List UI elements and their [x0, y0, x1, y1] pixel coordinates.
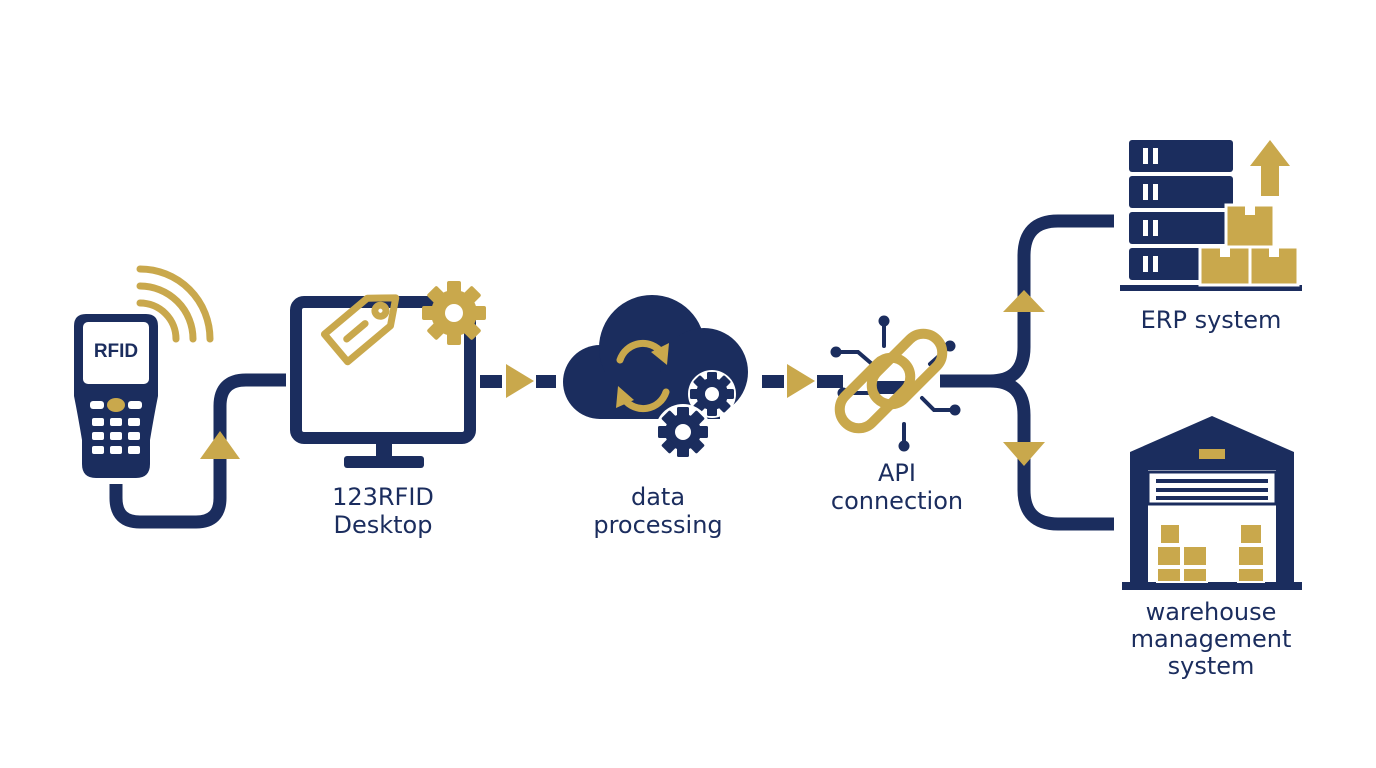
gear-icon: [655, 404, 711, 460]
erp-system-label: ERP system: [1140, 306, 1282, 334]
desktop-label: 123RFID Desktop: [332, 483, 434, 539]
arrow-down-marker: [1003, 442, 1045, 466]
arrow-up-marker: [200, 431, 240, 459]
connector-desktop-to-processing: [480, 364, 556, 398]
connector-scanner-to-desktop: [109, 373, 286, 529]
chain-link-circuit-icon: [830, 315, 961, 452]
gear-icon: [422, 281, 486, 345]
scanner-screen-label: RFID: [93, 341, 139, 362]
warehouse-management-label: warehouse management system: [1130, 598, 1292, 680]
rfid-handheld-scanner-icon: [74, 265, 214, 478]
warehouse-building-icon: [1122, 416, 1302, 590]
gear-icon: [688, 370, 736, 418]
desktop-monitor-tag-gear-icon: [290, 281, 486, 468]
arrow-up-marker: [1003, 290, 1045, 312]
connector-processing-to-api: [762, 364, 843, 398]
data-processing-label: data processing: [593, 483, 723, 539]
api-connection-label: API connection: [830, 459, 964, 515]
server-rack-boxes-arrow-icon: [1120, 140, 1302, 291]
cloud-sync-gears-icon: [563, 295, 748, 460]
